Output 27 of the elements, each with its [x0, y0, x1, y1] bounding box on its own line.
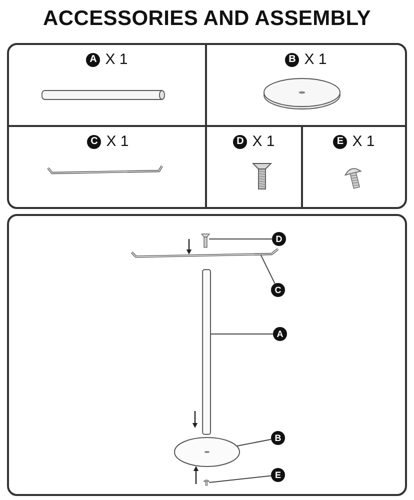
part-letter: E — [333, 134, 348, 148]
callout-letter: A — [273, 327, 287, 341]
screw-drawing — [203, 478, 210, 486]
leader-line — [208, 238, 272, 240]
quantity-label: X 1 — [304, 51, 327, 68]
part-letter: C — [87, 134, 102, 148]
parts-list-panel — [7, 43, 407, 209]
quantity-label: X 1 — [352, 133, 375, 150]
leader-line — [236, 438, 272, 446]
callout-letter: B — [271, 431, 285, 445]
callout-letter: E — [271, 468, 285, 482]
crossbar-drawing — [129, 246, 281, 260]
callout-letter: D — [272, 232, 286, 246]
quantity-label: X 1 — [106, 133, 129, 150]
quantity-label: X 1 — [105, 51, 128, 68]
title: ACCESSORIES AND ASSEMBLY — [42, 7, 372, 31]
part-letter: D — [233, 134, 248, 148]
leader-line — [260, 254, 276, 284]
assembly-panel — [7, 214, 407, 496]
part-letter: B — [285, 52, 300, 66]
callout-letter: C — [271, 283, 285, 297]
part-letter: A — [86, 52, 100, 66]
quantity-label: X 1 — [252, 133, 275, 150]
screw-drawing — [201, 233, 210, 248]
pole-drawing — [202, 269, 212, 435]
leader-line — [208, 475, 272, 483]
base-plate-drawing — [173, 435, 241, 469]
